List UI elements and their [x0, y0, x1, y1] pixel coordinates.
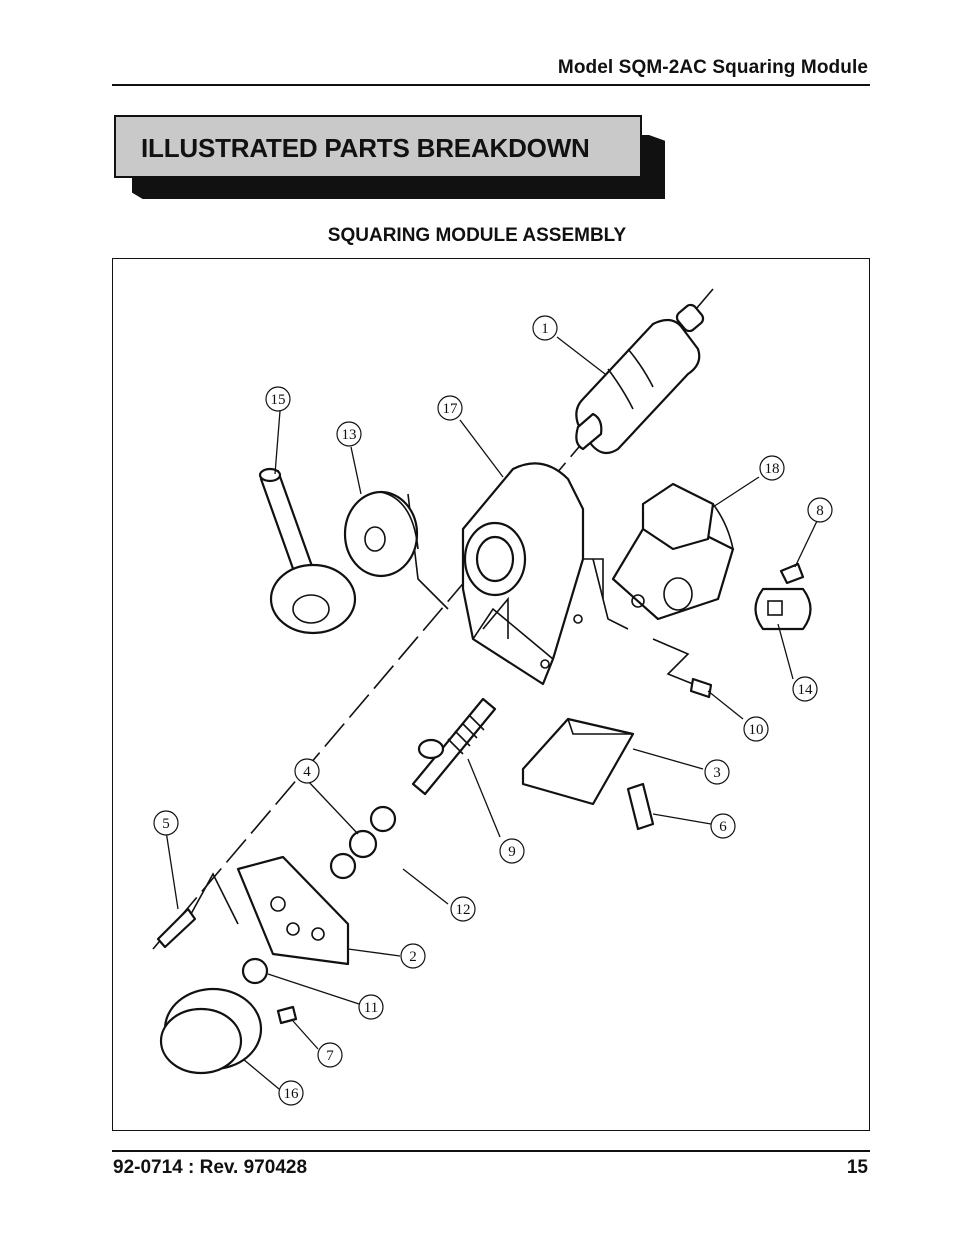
footer-rule	[112, 1150, 870, 1152]
svg-text:8: 8	[816, 503, 824, 519]
callout-leaders	[165, 336, 818, 1090]
svg-text:11: 11	[364, 1000, 378, 1016]
callout-16: 16	[278, 1080, 304, 1106]
part-1-sensor	[575, 303, 705, 455]
callout-10: 10	[743, 716, 769, 742]
callout-5: 5	[153, 810, 179, 836]
part-11-washer	[241, 957, 269, 985]
callout-13: 13	[336, 421, 362, 447]
callout-3: 3	[704, 759, 730, 785]
part-8-screw	[779, 562, 805, 585]
callout-15: 15	[265, 386, 291, 412]
callout-14: 14	[792, 676, 818, 702]
part-6-screw	[626, 782, 655, 831]
part-16-knob	[159, 987, 263, 1075]
callout-12: 12	[450, 896, 476, 922]
exploded-view-drawing: 1 2 3 4 5 6 7 8 9 10 11 12 13 14 15 16 1…	[152, 288, 833, 1106]
callout-17: 17	[437, 395, 463, 421]
svg-text:10: 10	[749, 722, 764, 738]
part-13-wheel	[343, 490, 419, 578]
svg-text:4: 4	[303, 764, 311, 780]
callout-11: 11	[358, 994, 384, 1020]
part-14-collar	[754, 587, 812, 631]
part-4-washer	[348, 829, 378, 859]
section-banner: ILLUSTRATED PARTS BREAKDOWN	[114, 115, 642, 178]
part-18-bracket	[592, 482, 735, 630]
part-12-washer-b	[329, 852, 357, 880]
callout-7: 7	[317, 1042, 343, 1068]
footer-page-number: 15	[846, 1157, 868, 1178]
part-3-plate	[521, 717, 635, 806]
svg-text:12: 12	[456, 902, 471, 918]
callout-6: 6	[710, 813, 736, 839]
callout-2: 2	[400, 943, 426, 969]
part-10-screw	[689, 677, 713, 699]
callout-4: 4	[294, 758, 320, 784]
figure-box: 1 2 3 4 5 6 7 8 9 10 11 12 13 14 15 16 1…	[112, 258, 870, 1131]
callout-18: 18	[759, 455, 785, 481]
svg-text:9: 9	[508, 844, 516, 860]
section-title: ILLUSTRATED PARTS BREAKDOWN	[141, 133, 590, 163]
svg-text:7: 7	[326, 1048, 334, 1064]
callout-9: 9	[499, 838, 525, 864]
svg-text:14: 14	[798, 682, 814, 698]
svg-text:6: 6	[719, 819, 727, 835]
part-7-screw	[276, 1005, 298, 1025]
svg-text:16: 16	[284, 1086, 300, 1102]
part-17-housing	[407, 462, 604, 686]
figure-title: SQUARING MODULE ASSEMBLY	[327, 225, 627, 246]
svg-text:2: 2	[409, 949, 417, 965]
callout-1: 1	[532, 315, 558, 341]
svg-text:3: 3	[713, 765, 721, 781]
part-9-shaft	[411, 697, 497, 796]
svg-text:17: 17	[443, 401, 459, 417]
footer-doc-revision: 92-0714 : Rev. 970428	[113, 1157, 308, 1178]
part-15-pin	[258, 467, 357, 635]
svg-text:15: 15	[271, 392, 286, 408]
part-5-screw	[156, 907, 197, 949]
callout-8: 8	[807, 497, 833, 523]
svg-text:1: 1	[541, 321, 549, 337]
part-2-plate	[236, 855, 350, 966]
part-12-washer-a	[369, 805, 397, 833]
header-title: Model SQM-2AC Squaring Module	[557, 57, 868, 78]
header-rule	[112, 84, 870, 86]
svg-text:5: 5	[162, 816, 170, 832]
svg-text:13: 13	[342, 427, 357, 443]
svg-text:18: 18	[765, 461, 780, 477]
